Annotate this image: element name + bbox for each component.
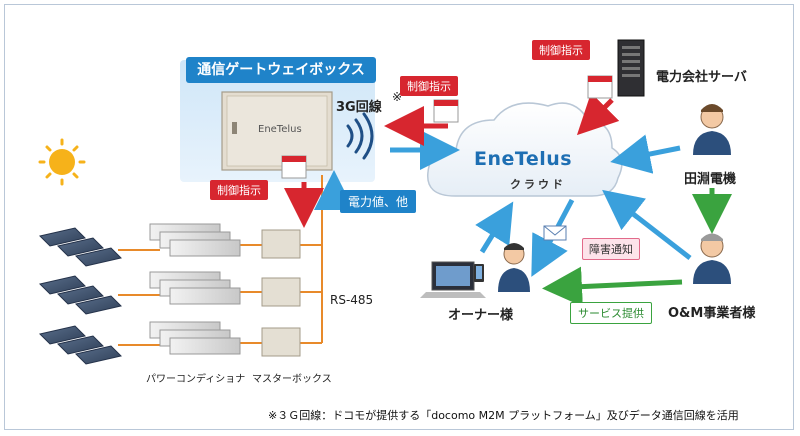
- mail-icon: [543, 225, 567, 241]
- footnote: ※３Ｇ回線：ドコモが提供する「docomo M2M プラットフォーム」及びデータ…: [268, 409, 739, 422]
- tag-control-gateway: 制御指示: [210, 180, 268, 200]
- calendar-icon: [587, 75, 613, 99]
- tag-fault-notice: 障害通知: [582, 238, 640, 260]
- power-server-label: 電力会社サーバ: [656, 70, 747, 85]
- cloud-sub: クラウド: [510, 178, 566, 191]
- server-icon: [617, 39, 645, 97]
- rs485-label: RS-485: [330, 293, 374, 307]
- cloud-brand: EneTelus: [474, 148, 573, 170]
- diagram-frame: [4, 4, 794, 430]
- power-conditioner-units: [149, 223, 241, 355]
- master-box-units: [261, 229, 301, 357]
- sun-icon: [38, 138, 86, 186]
- tag-control-server: 制御指示: [532, 40, 590, 60]
- laptop-icon: [420, 261, 486, 298]
- tag-control-cloud: 制御指示: [400, 76, 458, 96]
- calendar-icon: [433, 99, 459, 123]
- tag-service: サービス提供: [570, 302, 652, 324]
- gateway-box-logo: EneTelus: [258, 124, 302, 135]
- power-wiring: [118, 175, 323, 346]
- power-conditioner-label: パワーコンディショナ: [146, 374, 246, 385]
- line-3g-mark: ※: [392, 90, 403, 104]
- wireless-signal-icon: [346, 112, 374, 160]
- person-om-icon: [693, 233, 731, 284]
- gateway-title: 通信ゲートウェイボックス: [186, 57, 376, 83]
- person-tabuchi-icon: [693, 104, 731, 155]
- solar-panel-array: [39, 227, 122, 365]
- line-3g-label: 3G回線: [336, 100, 382, 115]
- master-box-label: マスターボックス: [252, 374, 332, 385]
- tabuchi-label: 田淵電機: [684, 172, 737, 187]
- green-arrows: [542, 188, 732, 307]
- calendar-icon: [281, 155, 307, 179]
- gateway-cabinet: [221, 91, 333, 171]
- red-arrows: [284, 92, 620, 228]
- blue-arrows: [314, 130, 692, 277]
- om-label: O&M事業者様: [668, 306, 756, 321]
- power-value-label: 電力値、他: [340, 190, 417, 213]
- person-owner-icon: [498, 243, 530, 292]
- owner-label: オーナー様: [448, 308, 514, 323]
- smartphone-icon: [474, 264, 484, 282]
